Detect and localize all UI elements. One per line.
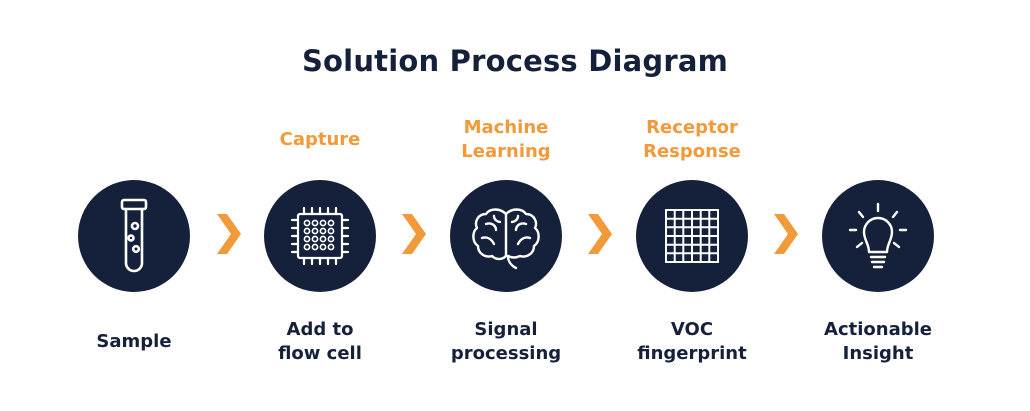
step-label-line: Add to — [286, 319, 354, 340]
step-label-actionable-insight: Actionable Insight — [788, 318, 968, 366]
stage-label-line: Response — [643, 141, 741, 162]
stage-label-line: Machine — [463, 117, 549, 138]
step-label-line: Sample — [96, 331, 172, 352]
step-receptor-response: Receptor Response VOC fingerprint — [602, 0, 782, 411]
lightbulb-icon — [848, 202, 908, 269]
receptor-response-circle — [636, 180, 748, 292]
step-label-line: processing — [450, 343, 562, 364]
step-label-line: Insight — [842, 343, 914, 364]
step-label-line: Actionable — [824, 319, 932, 340]
stage-label-machine-learning: Machine Learning — [416, 116, 596, 164]
microchip-icon — [290, 206, 350, 266]
stage-label-capture: Capture — [230, 128, 410, 152]
step-sample: Sample — [44, 0, 224, 411]
step-capture: Capture — [230, 0, 410, 411]
machine-learning-circle — [450, 180, 562, 292]
stage-label-line: Learning — [461, 141, 551, 162]
step-label-sample: Sample — [44, 330, 224, 354]
diagram-title: Solution Process Diagram — [301, 44, 729, 78]
stage-label-line: Capture — [279, 129, 361, 150]
grid-icon — [665, 209, 719, 263]
stage-label-line: Receptor — [646, 117, 738, 138]
step-label-line: fingerprint — [637, 343, 747, 364]
step-label-capture: Add to flow cell — [230, 318, 410, 366]
step-actionable-insight: Actionable Insight — [788, 0, 968, 411]
step-label-machine-learning: Signal processing — [416, 318, 596, 366]
step-label-receptor-response: VOC fingerprint — [602, 318, 782, 366]
step-label-line: Signal — [474, 319, 538, 340]
actionable-insight-circle — [822, 180, 934, 292]
capture-circle — [264, 180, 376, 292]
chevron-right-icon — [774, 214, 798, 254]
stage-label-receptor-response: Receptor Response — [602, 116, 782, 164]
step-label-line: flow cell — [278, 343, 362, 364]
brain-icon — [472, 208, 540, 270]
step-label-line: VOC — [670, 319, 714, 340]
chevron-right-icon — [588, 214, 612, 254]
sample-circle — [78, 180, 190, 292]
test-tube-icon — [120, 198, 148, 273]
step-machine-learning: Machine Learning Signal processing — [416, 0, 596, 411]
chevron-right-icon — [217, 214, 241, 254]
chevron-right-icon — [402, 214, 426, 254]
